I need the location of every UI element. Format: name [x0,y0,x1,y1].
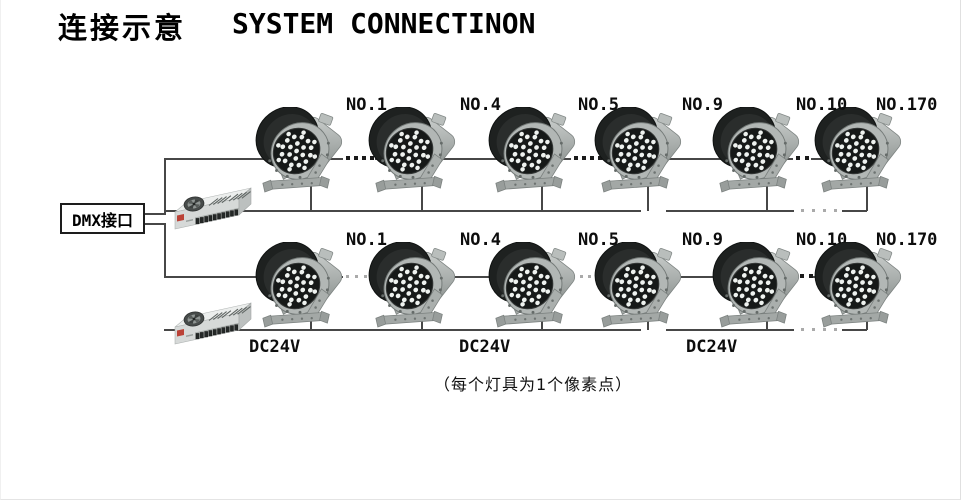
diagram-caption: （每个灯具为1个像素点） [434,375,633,394]
ellipsis-dots [590,156,594,160]
lamp-drop-wire [647,180,649,211]
power-bus-row2-segment [164,329,641,331]
lamp-icon [711,242,803,328]
ellipsis-dots [370,156,374,160]
lamp-icon [367,242,459,328]
lamp-drop-wire [310,180,312,211]
lamp-drop-wire [421,180,423,211]
lamp-number-label: NO.4 [460,95,501,115]
dmx-trunk-wire-up [164,158,166,215]
ellipsis-dots [582,156,586,160]
page-title-en: SYSTEM CONNECTINON [232,7,536,40]
power-voltage-label: DC24V [249,337,301,357]
lamp-drop-wire [866,180,868,211]
dmx-trunk-wire-down [164,223,166,278]
power-voltage-label: DC24V [686,337,738,357]
signal-bus-row2-segment [164,276,343,278]
signal-bus-row1-segment [164,158,343,160]
ellipsis-dots [805,156,809,160]
lamp-number-label: NO.5 [578,95,619,115]
power-voltage-label: DC24V [459,337,511,357]
lamp-icon [593,107,685,193]
ellipsis-dots [588,275,591,278]
ellipsis-dots [598,156,602,160]
bus-gap-dots [834,328,837,331]
bus-gap-dots [823,328,826,331]
power-bus-row1-segment [842,210,867,212]
dmx-interface-box: DMX接口 [60,203,145,234]
bus-gap-dots [823,209,826,212]
signal-bus-row2-segment [375,276,571,278]
lamp-icon [487,107,579,193]
signal-bus-row1-segment [375,158,571,160]
power-supply-icon [169,179,253,239]
lamp-drop-wire [766,180,768,211]
lamp-icon [487,242,579,328]
dmx-interface-label: DMX接口 [72,210,133,230]
lamp-icon [254,107,346,193]
power-bus-row1-segment [164,210,641,212]
ellipsis-dots [346,275,349,278]
power-bus-row2-segment [666,329,794,331]
ellipsis-dots [355,275,358,278]
bus-gap-dots [812,209,815,212]
bus-gap-dots [801,328,804,331]
ellipsis-dots [800,274,804,278]
lamp-icon [813,242,905,328]
lamp-icon [711,107,803,193]
lamp-number-label: NO.170 [876,95,938,115]
ellipsis-dots [362,156,366,160]
lamp-number-label: NO.5 [578,230,619,250]
ellipsis-dots [574,156,578,160]
dmx-wire-stub-top [141,213,165,215]
ellipsis-dots [580,275,583,278]
bus-gap-dots [812,328,815,331]
lamp-number-label: NO.170 [876,230,938,250]
ellipsis-dots [796,156,800,160]
bus-gap-dots [801,209,804,212]
lamp-number-label: NO.9 [682,95,723,115]
ellipsis-dots [346,156,350,160]
lamp-number-label: NO.10 [796,95,848,115]
lamp-icon [367,107,459,193]
ellipsis-dots [354,156,358,160]
lamp-icon [593,242,685,328]
lamp-number-label: NO.9 [682,230,723,250]
lamp-number-label: NO.1 [346,230,387,250]
page-title-zh: 连接示意 [58,11,187,45]
power-bus-row1-segment [666,210,794,212]
lamp-icon [813,107,905,193]
power-supply-icon [169,294,253,354]
signal-bus-row2-segment [602,276,793,278]
signal-bus-row1-segment [602,158,793,160]
lamp-number-label: NO.4 [460,230,501,250]
ellipsis-dots [809,274,813,278]
lamp-number-label: NO.1 [346,95,387,115]
lamp-icon [254,242,346,328]
dmx-wire-stub-bottom [141,223,165,225]
power-bus-row2-segment [842,329,867,331]
ellipsis-dots [364,275,367,278]
lamp-drop-wire [541,180,543,211]
bus-gap-dots [834,209,837,212]
